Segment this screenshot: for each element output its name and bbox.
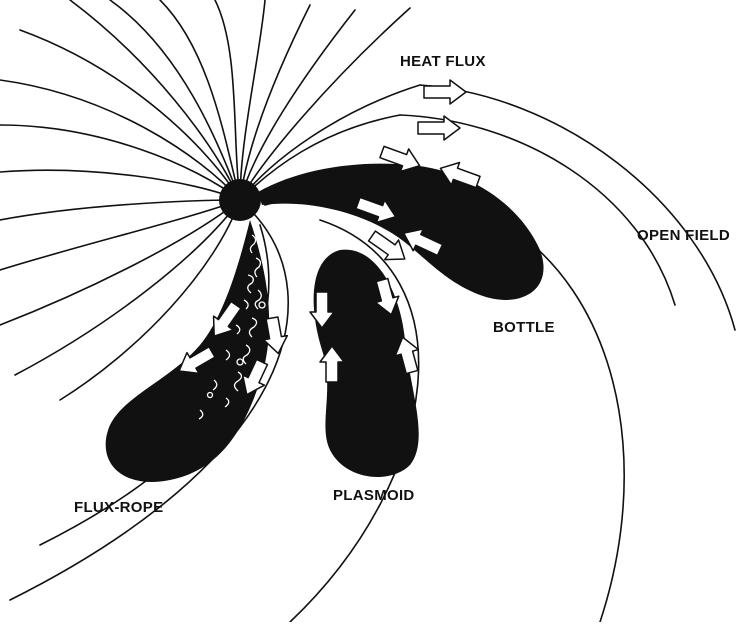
flux-rope-structure: [106, 220, 270, 482]
spiral-field-line: [0, 170, 240, 200]
flux-rope-label: FLUX-ROPE: [74, 499, 163, 516]
heat-flux-label: HEAT FLUX: [400, 53, 486, 70]
plasmoid-label: PLASMOID: [333, 487, 415, 504]
heat-flux-arrow: [424, 80, 466, 104]
bottle-label: BOTTLE: [493, 319, 555, 336]
bottle-structure: [258, 164, 544, 300]
spiral-field-line: [240, 0, 265, 200]
spiral-field-line: [0, 200, 240, 270]
sun-disk: [219, 179, 261, 221]
open-field-label: OPEN FIELD: [637, 227, 730, 244]
spiral-field-line: [0, 80, 240, 200]
spiral-field-line: [0, 200, 240, 220]
spiral-field-line: [0, 200, 240, 325]
